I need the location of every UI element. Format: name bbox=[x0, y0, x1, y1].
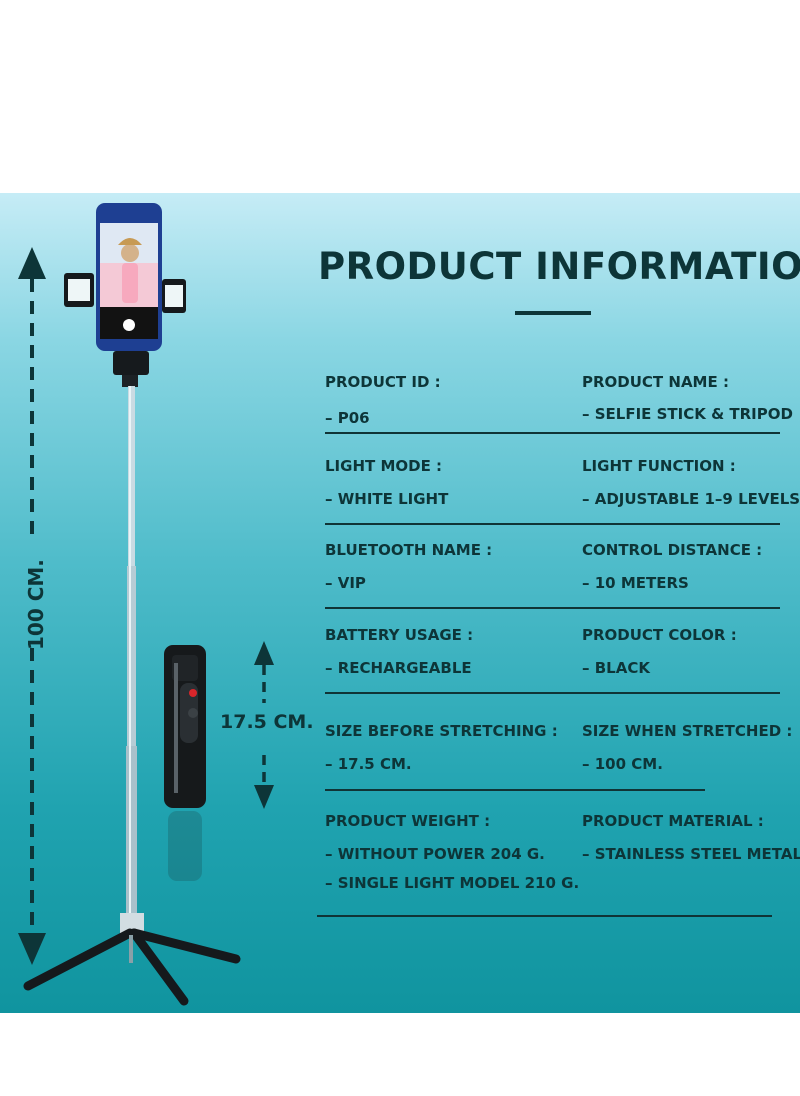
spec-label: SIZE BEFORE STRETCHING : bbox=[325, 722, 558, 740]
spec-value: – WHITE LIGHT bbox=[325, 490, 449, 508]
product-illustration bbox=[18, 203, 274, 1006]
spec-value: – 17.5 CM. bbox=[325, 755, 412, 773]
divider bbox=[325, 692, 780, 694]
divider bbox=[325, 789, 705, 791]
spec-value: – WITHOUT POWER 204 G. bbox=[325, 845, 545, 863]
spec-label: BATTERY USAGE : bbox=[325, 626, 474, 644]
spec-value: – SELFIE STICK & TRIPOD bbox=[582, 405, 793, 423]
spec-value: – VIP bbox=[325, 574, 366, 592]
product-panel: 100 CM. 17.5 CM. PRODUCT INFORMATION PRO… bbox=[0, 193, 800, 1013]
tripod-icon bbox=[23, 913, 241, 1006]
folded-height-arrow-icon bbox=[254, 641, 274, 809]
divider bbox=[317, 915, 772, 917]
spec-value: – SINGLE LIGHT MODEL 210 G. bbox=[325, 874, 580, 892]
spec-value: – ADJUSTABLE 1–9 LEVELS bbox=[582, 490, 800, 508]
total-height-label: 100 CM. bbox=[24, 559, 48, 650]
divider bbox=[325, 607, 780, 609]
height-arrow-icon bbox=[18, 247, 46, 965]
spec-label: PRODUCT WEIGHT : bbox=[325, 812, 491, 830]
folded-height-label: 17.5 CM. bbox=[220, 711, 314, 733]
page-title: PRODUCT INFORMATION bbox=[318, 245, 800, 288]
spec-label: SIZE WHEN STRETCHED : bbox=[582, 722, 793, 740]
spec-label: LIGHT FUNCTION : bbox=[582, 457, 736, 475]
spec-label: LIGHT MODE : bbox=[325, 457, 443, 475]
divider bbox=[325, 432, 780, 434]
spec-value: – 10 METERS bbox=[582, 574, 689, 592]
telescopic-pole bbox=[126, 386, 137, 916]
spec-label: PRODUCT COLOR : bbox=[582, 626, 737, 644]
spec-value: – STAINLESS STEEL METAL bbox=[582, 845, 800, 863]
phone-icon bbox=[96, 203, 162, 351]
spec-label: BLUETOOTH NAME : bbox=[325, 541, 493, 559]
spec-label: PRODUCT MATERIAL : bbox=[582, 812, 764, 830]
folded-stick-icon bbox=[164, 645, 206, 881]
spec-value: – P06 bbox=[325, 409, 370, 427]
spec-value: – 100 CM. bbox=[582, 755, 663, 773]
spec-label: PRODUCT NAME : bbox=[582, 373, 729, 391]
divider bbox=[325, 523, 780, 525]
title-underline bbox=[515, 311, 591, 315]
spec-value: – BLACK bbox=[582, 659, 650, 677]
spec-label: CONTROL DISTANCE : bbox=[582, 541, 763, 559]
spec-value: – RECHARGEABLE bbox=[325, 659, 472, 677]
spec-label: PRODUCT ID : bbox=[325, 373, 441, 391]
